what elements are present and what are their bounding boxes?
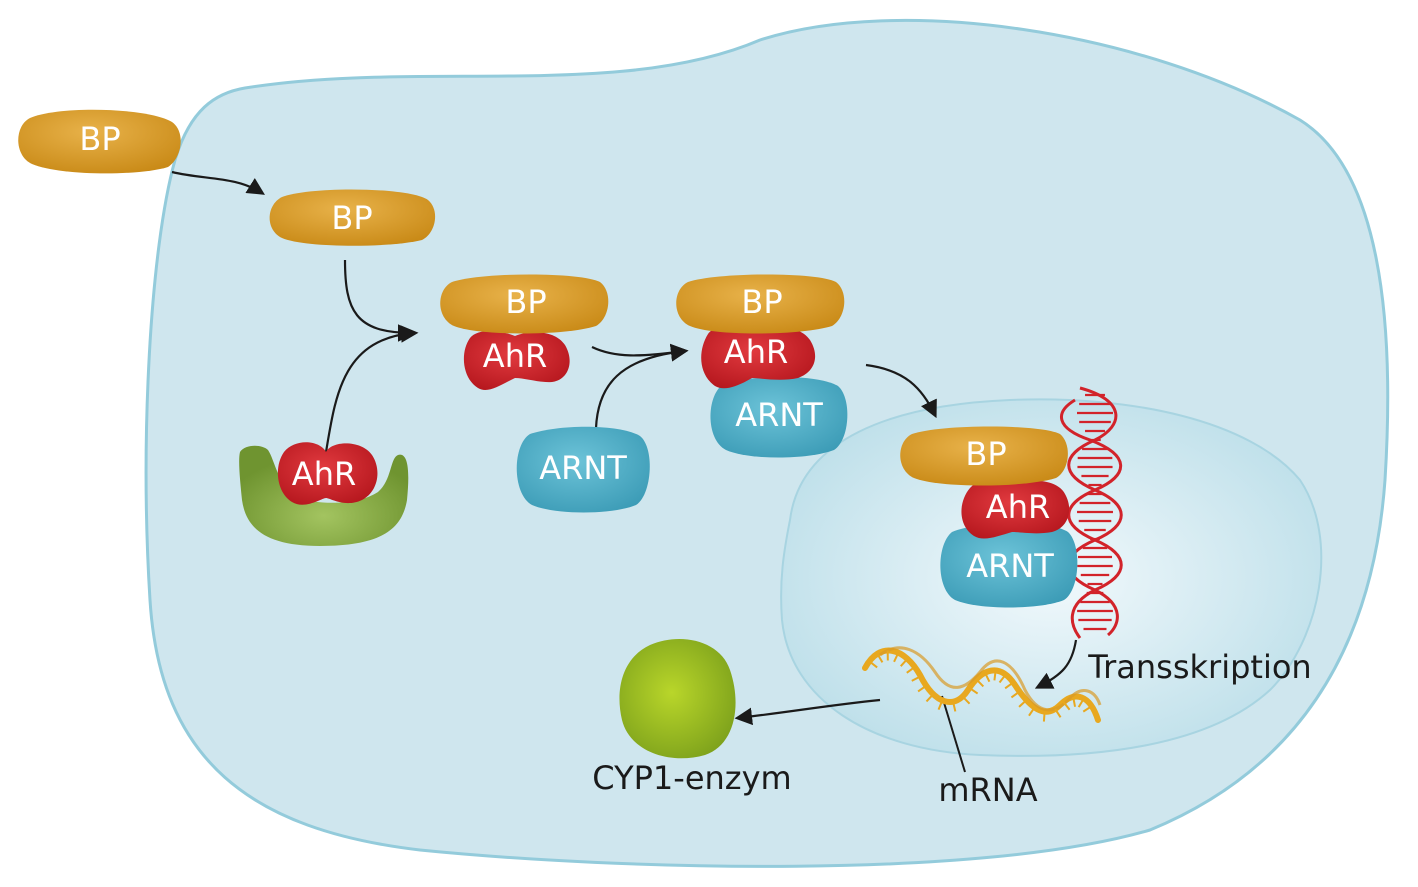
arnt-complex-2-label: ARNT [735,396,823,434]
mrna-base [893,652,900,663]
mrna-base [1028,706,1036,717]
arrow-transcription [1034,639,1078,689]
bp-inside-label: BP [331,199,372,237]
complex-bp-ahr: AhR BP [440,274,609,390]
ahr-nucleus [961,479,1070,539]
bp-outside: BP [18,109,181,174]
mrna-base [993,670,997,681]
mrna-base [1072,696,1077,707]
complex-bp-ahr-arnt: ARNT AhR BP [676,274,848,458]
arrow-bp-to-complex [343,259,416,342]
ahr-complex-1 [463,331,570,390]
bp-nucleus [900,426,1068,486]
mrna-base [906,666,916,674]
mrna-base [1042,711,1046,722]
arnt-complex-2 [710,376,848,458]
chaperone-protein [239,445,409,546]
mrna-base [925,693,935,703]
mrna-base [998,673,1007,684]
mrna-base [975,678,985,688]
mrna-base [1018,699,1028,708]
bp-complex-2 [676,274,845,334]
bp-nucleus-label: BP [965,435,1006,473]
mrna-label: mRNA [938,771,1037,809]
mrna-base [899,658,909,667]
mrna-base [968,687,979,695]
arnt-nucleus-label: ARNT [966,547,1054,585]
arrow-bp-enter [171,170,265,195]
cyp1-enzyme [619,638,736,759]
mrna-base [1004,681,1014,690]
ahr-complex-2-label: AhR [724,333,788,371]
arnt-free: ARNT [516,426,650,513]
mrna-base [1054,708,1062,718]
arnt-free-label: ARNT [539,449,627,487]
mrna-base [1062,701,1071,711]
bp-complex-2-label: BP [741,283,782,321]
mrna-base [961,695,971,705]
ahr-free-label: AhR [292,455,356,493]
mrna-base [952,701,957,712]
mrna-base [937,699,944,711]
arrow-ahr-to-complex [323,325,419,459]
arnt-nucleus [940,523,1078,608]
transcription-label: Transskription [1087,648,1311,686]
bp-complex-1-label: BP [505,283,546,321]
mrna-base [984,672,991,683]
bp-outside-label: BP [79,120,120,158]
arrow-to-nucleus [865,363,937,419]
mrna-base [917,684,927,693]
mrna-base [1077,698,1085,708]
ahr-complex-2 [701,325,816,389]
mrna-base [1010,690,1021,699]
mrna-pointer-line [941,695,966,773]
mrna-base [911,675,922,682]
ahr-nucleus-label: AhR [986,488,1050,526]
mrna-base [1082,705,1093,713]
mrna-base [868,660,878,669]
mrna-strand [862,646,1102,723]
ahr-chaperone-complex: AhR [239,442,409,546]
complex-nucleus: ARNT AhR BP [900,426,1078,608]
ahr-complex-1-label: AhR [483,337,547,375]
dna-helix [1060,386,1123,639]
mrna-base [876,653,884,663]
cyp1-enzyme-label: CYP1-enzym [592,759,791,797]
bp-complex-1 [440,274,609,334]
bp-inside: BP [269,189,436,246]
ahr-free [277,442,378,505]
arrow-arnt-to-complex [594,343,689,429]
arrow-translation [734,698,881,726]
